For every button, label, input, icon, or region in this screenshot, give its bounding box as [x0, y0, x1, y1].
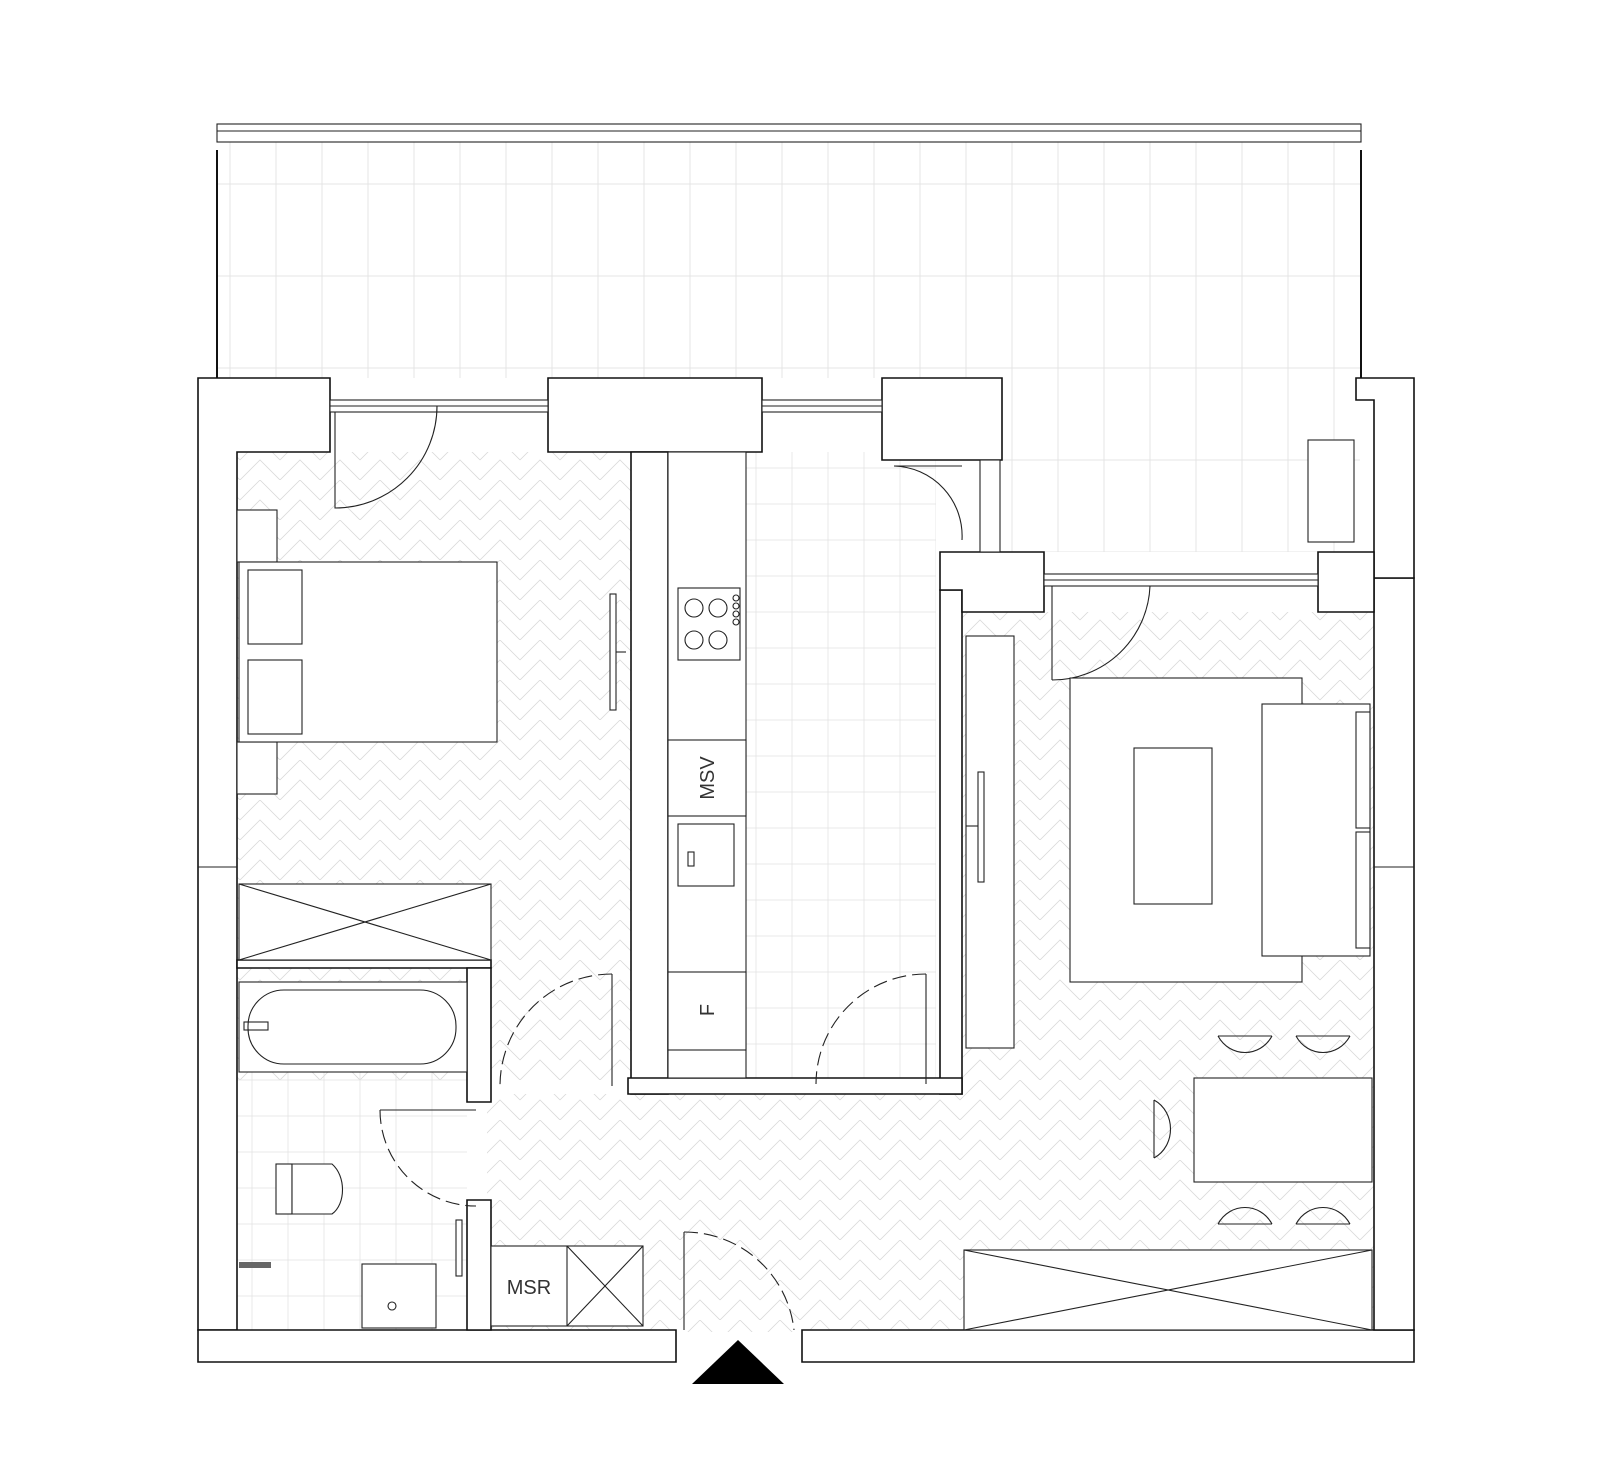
shower-drain — [387, 1301, 397, 1311]
entrance-triangle — [692, 1340, 784, 1384]
kitchen-floor — [746, 452, 936, 1094]
outer-wall-right — [1373, 577, 1415, 1331]
sofa-cushion-2 — [1355, 831, 1371, 949]
sink — [677, 823, 735, 887]
bathroom-door — [379, 1109, 477, 1207]
wall-bath-right — [466, 967, 492, 1103]
toilet — [275, 1163, 293, 1215]
utility-closet-label: MSR — [507, 1277, 551, 1299]
pillow-1 — [247, 569, 303, 645]
terrace — [216, 123, 1362, 552]
wall-bath-right-low — [466, 1199, 492, 1331]
tv-bedroom — [609, 593, 617, 711]
towel-rail — [455, 1219, 463, 1277]
dishwasher-label: MSV — [697, 756, 719, 800]
living-furniture — [963, 635, 1373, 1331]
terrace-railing — [216, 123, 1362, 143]
kitchen-door — [815, 973, 927, 1085]
wall-partition-bed-kitchen — [630, 451, 669, 1095]
kitchen-balcony-door — [893, 465, 963, 541]
outer-wall-bottom-right — [801, 1329, 1415, 1363]
wall-kitchen-bottom — [627, 1077, 963, 1095]
outer-wall-bottom-left — [197, 1329, 677, 1363]
sofa — [1261, 703, 1371, 957]
toilet-bowl — [291, 1163, 344, 1215]
wall-partition-kitchen-living — [939, 589, 963, 1095]
hall-closet: MSR — [490, 1245, 644, 1327]
entrance-door — [683, 1231, 795, 1331]
tv-console — [965, 635, 1015, 1049]
dining-table — [1193, 1077, 1373, 1183]
wall-step-top — [939, 551, 1045, 613]
outer-wall-right-top — [1355, 377, 1415, 579]
nightstand-top — [236, 509, 278, 563]
bedroom-door — [499, 973, 613, 1087]
fridge-label: F — [697, 1004, 719, 1016]
bathroom-furniture — [238, 981, 468, 1329]
windows — [329, 399, 1319, 587]
coffee-table — [1133, 747, 1213, 905]
wall-bed-bath — [236, 959, 492, 969]
bedroom-furniture — [236, 509, 626, 961]
wall-step-right — [1317, 551, 1375, 613]
bath-faucet — [243, 1021, 269, 1031]
wall-top-2 — [881, 377, 1003, 461]
bedroom-balcony-door — [334, 405, 438, 509]
nightstand-bottom — [236, 741, 278, 795]
terrace-planter — [1307, 439, 1355, 543]
tv-living — [977, 771, 985, 883]
bathtub — [238, 981, 468, 1073]
cooktop — [677, 587, 741, 661]
bedroom-floor — [237, 452, 631, 1080]
pillow-2 — [247, 659, 303, 735]
fridge — [667, 971, 747, 1051]
wall-top-1 — [547, 377, 763, 453]
radiator — [239, 1262, 271, 1268]
shower — [361, 1263, 437, 1329]
walls — [197, 377, 1415, 1363]
dining-chairs — [1153, 1035, 1351, 1225]
sofa-cushion-1 — [1355, 711, 1371, 829]
dishwasher — [667, 739, 747, 817]
kitchen-furniture: MSV F — [667, 451, 747, 1079]
